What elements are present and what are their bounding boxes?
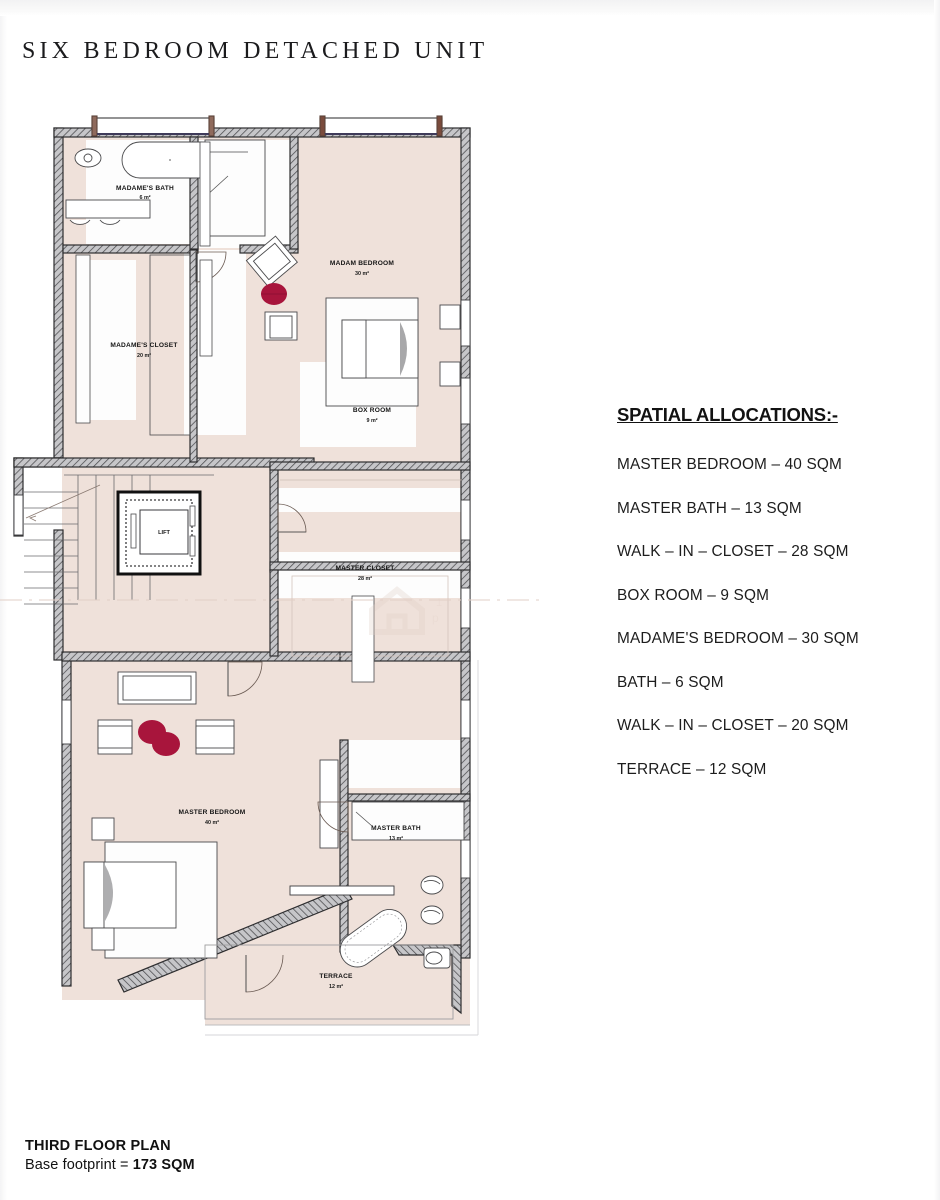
madames-closet-shelving: [75, 254, 191, 436]
room-label-madames-bath: MADAME'S BATH: [116, 185, 174, 192]
page-title: SIX BEDROOM DETACHED UNIT: [22, 38, 489, 64]
right-wall-windows: [460, 299, 471, 879]
box-room-details: [277, 479, 462, 533]
legend-item-box-room: BOX ROOM – 9 SQM: [617, 586, 770, 604]
crimson-ottoman-master: [138, 720, 180, 756]
footer-footprint-value: 173 SQM: [132, 1157, 195, 1173]
footer-footprint-prefix: Base footprint =: [25, 1157, 133, 1173]
room-area-master-bath: 13 m²: [389, 836, 403, 842]
top-balconies: [91, 115, 443, 137]
structural-walls: [13, 127, 471, 1015]
lift-shaft: LIFT: [116, 490, 202, 576]
terrace-details: [204, 660, 479, 1036]
room-area-master-closet: 28 m²: [358, 576, 372, 582]
room-label-box-room: BOX ROOM: [353, 407, 392, 414]
page-right-shade: [934, 0, 940, 1200]
legend-item-bath: BATH – 6 SQM: [617, 673, 724, 691]
master-bath-fixtures: [339, 801, 465, 969]
footer-plan-title: THIRD FLOOR PLAN: [25, 1138, 171, 1154]
legend-item-terrace: TERRACE – 12 SQM: [617, 760, 767, 778]
left-wall-windows: [13, 494, 72, 745]
room-label-madames-closet: MADAME'S CLOSET: [110, 342, 177, 349]
page-top-shade: [0, 0, 940, 16]
svg-text:p: p: [432, 611, 439, 625]
room-labels: MADAME'S BATH 6 m² MADAME'S CLOSET 20 m²…: [110, 185, 420, 990]
room-label-master-bedroom: MASTER BEDROOM: [179, 809, 246, 816]
master-closet-details: [291, 575, 449, 683]
room-area-madam-bedroom: 30 m²: [355, 271, 369, 277]
legend-item-walk-in-closet-20: WALK – IN – CLOSET – 20 SQM: [617, 717, 849, 734]
floor-plan-drawing: LIFT: [0, 100, 540, 1060]
room-label-master-closet: MASTER CLOSET: [335, 565, 394, 572]
svg-text:1: 1: [436, 597, 442, 609]
house-watermark: 1 p: [369, 586, 442, 635]
room-label-master-bath: MASTER BATH: [371, 825, 421, 832]
room-area-master-bedroom: 40 m²: [205, 820, 219, 826]
room-area-madames-bath: 6 m²: [139, 195, 150, 201]
legend-heading: SPATIAL ALLOCATIONS:-: [617, 404, 838, 425]
footer-footprint: Base footprint = 173 SQM: [25, 1157, 195, 1173]
legend-item-madames-bedroom: MADAME'S BEDROOM – 30 SQM: [617, 630, 859, 647]
room-area-terrace: 12 m²: [329, 984, 343, 990]
corridor-wardrobe: [199, 141, 213, 357]
room-label-terrace: TERRACE: [319, 973, 353, 980]
room-label-madam-bedroom: MADAM BEDROOM: [330, 260, 394, 267]
page-left-shade: [0, 16, 7, 1200]
legend-item-master-bedroom: MASTER BEDROOM – 40 SQM: [617, 456, 842, 473]
master-bedroom-furniture: [83, 671, 339, 959]
spatial-allocations-legend: SPATIAL ALLOCATIONS:- MASTER BEDROOM – 4…: [617, 404, 917, 804]
room-area-box-room: 9 m²: [366, 418, 377, 424]
lift-label: LIFT: [158, 530, 170, 536]
legend-item-master-bath: MASTER BATH – 13 SQM: [617, 499, 802, 517]
room-area-madames-closet: 20 m²: [137, 353, 151, 359]
legend-item-walk-in-closet-28: WALK – IN – CLOSET – 28 SQM: [617, 543, 849, 560]
madam-bedroom-furniture: [245, 235, 461, 407]
plan-footer: THIRD FLOOR PLAN Base footprint = 173 SQ…: [25, 1138, 195, 1173]
